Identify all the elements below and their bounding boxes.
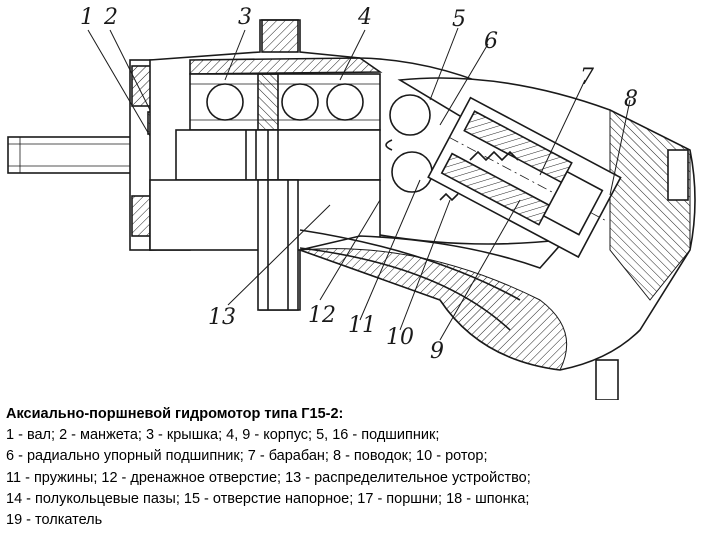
label-12: 12: [308, 303, 336, 328]
leader-line-11: [359, 179, 421, 321]
inclined-housing: [297, 77, 696, 400]
label-7: 7: [580, 65, 594, 90]
hydromotor-cross-section-drawing: 1 2 3 4 5 6 7 8 9 10 11 12 13: [7, 5, 696, 400]
label-10: 10: [386, 325, 414, 350]
drain-channel: [299, 229, 521, 331]
leader-line-1: [87, 29, 151, 137]
leader-line-3: [224, 29, 246, 81]
label-6: 6: [484, 29, 498, 54]
label-4: 4: [357, 5, 372, 30]
leader-line-8: [609, 99, 631, 196]
shaft-sleeve: [175, 129, 381, 181]
caption-line: 6 - радиально упорный подшипник; 7 - бар…: [6, 448, 488, 465]
caption-line: 1 - вал; 2 - манжета; 3 - крышка; 4, 9 -…: [6, 427, 440, 444]
label-1: 1: [80, 5, 94, 30]
label-8: 8: [624, 87, 638, 112]
shaft: [7, 136, 151, 174]
leader-line-5: [429, 27, 459, 101]
caption-line: 19 - толкатель: [6, 512, 103, 529]
leader-line-13: [227, 204, 331, 306]
label-9: 9: [430, 339, 444, 364]
label-13: 13: [208, 305, 236, 330]
label-5: 5: [452, 7, 466, 32]
leader-line-7: [539, 79, 586, 176]
leader-line-12: [319, 199, 381, 301]
caption-line: 14 - полукольцевые пазы; 15 - отверстие …: [6, 490, 530, 507]
bearing-block: [189, 73, 381, 131]
caption-title: Аксиально-поршневой гидромотор типа Г15-…: [6, 406, 344, 422]
caption-line: 11 - пружины; 12 - дренажное отверстие; …: [6, 469, 531, 486]
label-3: 3: [238, 5, 252, 30]
label-2: 2: [103, 5, 118, 30]
piston-ball-joints: [385, 94, 433, 193]
leader-line-2: [109, 29, 151, 111]
distributor-block: [149, 179, 381, 311]
leader-line-10: [399, 199, 451, 331]
springs: [439, 150, 519, 202]
leader-line-9: [439, 199, 521, 341]
leader-line-6: [439, 43, 489, 126]
label-11: 11: [348, 313, 376, 338]
figure-caption: Аксиально-поршневой гидромотор типа Г15-…: [6, 404, 714, 531]
leader-line-4: [339, 29, 366, 81]
